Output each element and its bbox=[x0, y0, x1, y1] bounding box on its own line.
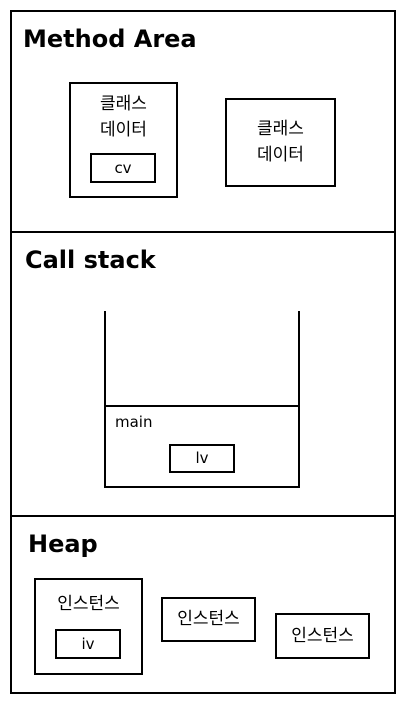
class-data-label-2: 클래스 데이터 bbox=[257, 119, 304, 165]
instance-box-3 bbox=[275, 613, 370, 659]
class-data-label-1: 클래스 데이터 bbox=[100, 94, 147, 140]
class-data-box-1 bbox=[69, 82, 178, 198]
instance-box-1 bbox=[34, 578, 143, 675]
class-data-box-2 bbox=[225, 98, 336, 187]
instance-label-1: 인스턴스 bbox=[57, 594, 120, 614]
instance-box-2 bbox=[161, 597, 256, 642]
class-variable-box bbox=[90, 153, 156, 183]
instance-label-2: 인스턴스 bbox=[177, 609, 240, 629]
class-variable-label: cv bbox=[114, 159, 132, 177]
local-variable-box bbox=[169, 444, 235, 473]
heap-title: Heap bbox=[28, 530, 98, 558]
call-stack-title: Call stack bbox=[25, 246, 156, 274]
call-stack-section bbox=[10, 231, 396, 518]
instance-variable-box bbox=[55, 629, 121, 659]
stack-bottom bbox=[104, 486, 300, 488]
stack-left-wall bbox=[104, 311, 106, 488]
stack-right-wall bbox=[298, 311, 300, 488]
local-variable-label: lv bbox=[195, 449, 209, 467]
stack-frame-top bbox=[104, 405, 300, 407]
instance-label-3: 인스턴스 bbox=[291, 626, 354, 646]
instance-variable-label: iv bbox=[81, 635, 95, 653]
method-area-title: Method Area bbox=[23, 25, 197, 53]
stack-frame-label: main bbox=[115, 413, 153, 431]
